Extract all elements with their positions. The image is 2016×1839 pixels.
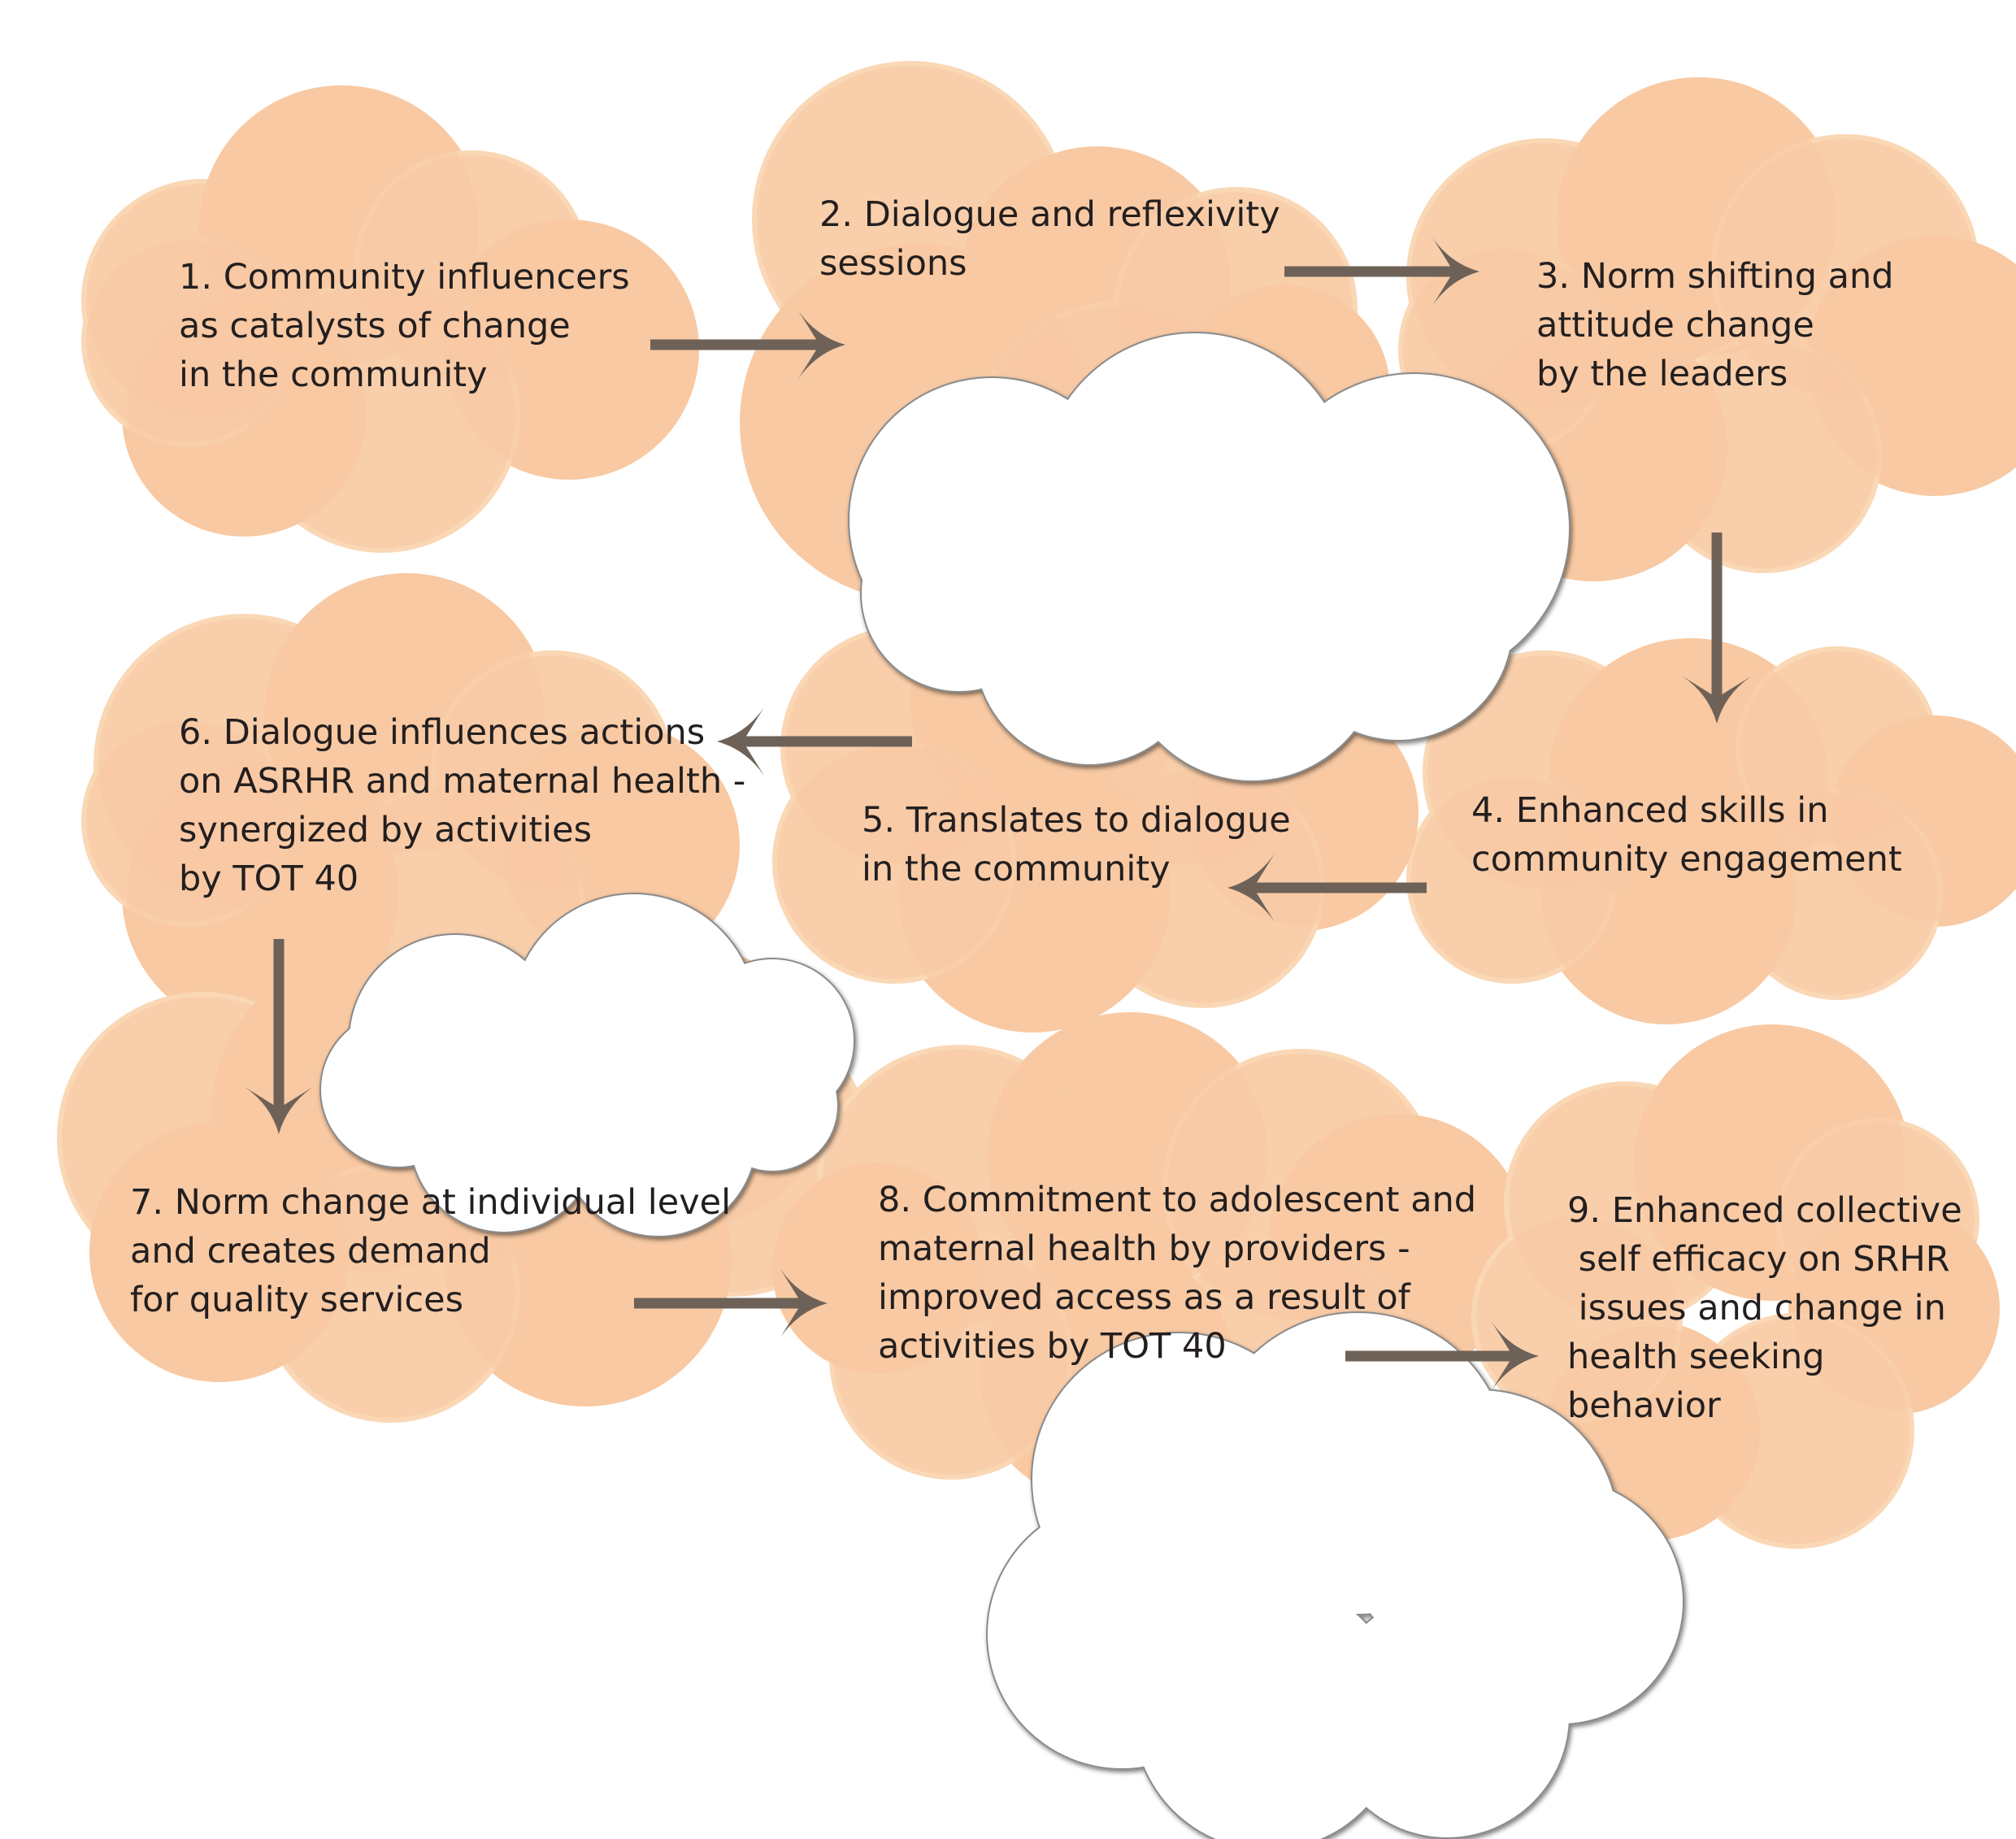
cloud-puff-shade (94, 1127, 345, 1377)
node-label-line: in the community (862, 849, 1171, 889)
node-label-line: self efficacy on SRHR (1567, 1239, 1950, 1280)
arrow-head (780, 1269, 828, 1337)
arrow-head (245, 1087, 313, 1134)
node-label-line: 9. Enhanced collective (1567, 1190, 1962, 1231)
arrow-head (1432, 237, 1479, 306)
cloud-puff-shade (1411, 777, 1613, 979)
arrow-head (1227, 854, 1275, 922)
white-puff (862, 496, 1057, 691)
arrow-n1-n2 (650, 311, 845, 379)
node-label-n6: 6. Dialogue influences actions on ASRHR a… (179, 712, 745, 899)
cloud-n3 (1398, 77, 2016, 581)
node-label-n9: 9. Enhanced collective self efficacy on … (1567, 1190, 1962, 1426)
node-label-n3: 3. Norm shifting and attitude change by th… (1536, 256, 1894, 394)
white-puff (1122, 520, 1382, 780)
cloud-n4 (1406, 638, 2016, 1024)
node-label-line: health seeking (1567, 1337, 1825, 1377)
white-puff (561, 1041, 756, 1236)
cloud-puff-shade (86, 241, 288, 442)
arrow-head (798, 311, 845, 379)
white-clouds-layer (319, 332, 1684, 1839)
node-label-line: in the community (179, 354, 488, 395)
node-label-n4: 4. Enhanced skills in community engagemen… (1471, 790, 1902, 880)
cloud-n1 (81, 85, 699, 553)
arrows-layer (245, 237, 1751, 1390)
white-puff (321, 1012, 476, 1167)
node-label-line: behavior (1567, 1385, 1721, 1426)
node-label-line: 8. Commitment to adolescent and (878, 1180, 1476, 1220)
text-layer: 1. Community influencers as catalysts of … (130, 194, 1962, 1426)
node-label-line: 4. Enhanced skills in (1471, 790, 1828, 831)
node-label-line: maternal health by providers - (878, 1228, 1410, 1269)
node-label-line: by the leaders (1536, 354, 1788, 394)
white-puff (988, 1500, 1256, 1768)
node-label-line: 2. Dialogue and reflexivity (819, 194, 1280, 235)
cloud-puff-shade (1736, 793, 1938, 995)
node-label-line: and creates demand (130, 1231, 491, 1272)
node-label-line: synergized by activities (179, 810, 592, 850)
arrow-n7-n8 (634, 1269, 828, 1337)
node-label-line: issues and change in (1567, 1288, 1946, 1328)
node-label-line: attitude change (1536, 305, 1814, 346)
node-label-n7: 7. Norm change at individual level and cr… (130, 1182, 731, 1320)
clouds-layer (57, 61, 2016, 1549)
arrow-n8-n9 (1345, 1322, 1539, 1390)
node-label-line: as catalysts of change (179, 306, 571, 346)
arrow-head (1683, 676, 1751, 724)
arrow-n5-n6 (717, 707, 912, 776)
arrow-head (1492, 1322, 1539, 1390)
arrow-n2-n3 (1284, 237, 1479, 306)
node-label-line: sessions (819, 243, 967, 284)
node-label-n2: 2. Dialogue and reflexivity sessions (819, 194, 1280, 284)
node-label-line: community engagement (1471, 839, 1902, 880)
white-cloud-bottom (986, 1311, 1684, 1839)
node-label-line: improved access as a result of (878, 1277, 1411, 1318)
arrow-n6-n7 (245, 939, 313, 1134)
cloud-puff-shade (1684, 1318, 1910, 1544)
node-label-line: 1. Community influencers (179, 257, 630, 298)
node-label-line: 3. Norm shifting and (1536, 256, 1894, 297)
white-cloud-top (848, 332, 1571, 782)
node-label-line: for quality services (130, 1280, 463, 1320)
node-label-n1: 1. Community influencers as catalysts of … (179, 257, 630, 395)
node-label-line: activities by TOT 40 (878, 1326, 1227, 1367)
cloud-puff-shade (1541, 769, 1792, 1019)
cloud-puff-shade (86, 720, 288, 922)
node-label-line: by TOT 40 (179, 859, 358, 899)
node-label-line: 7. Norm change at individual level (130, 1182, 731, 1223)
node-label-n8: 8. Commitment to adolescent and maternal … (878, 1180, 1476, 1367)
cloud-puff-shade (777, 1167, 979, 1369)
cloud-puff-shade (1476, 1216, 1678, 1418)
arrow-head (717, 707, 764, 776)
node-label-line: 6. Dialogue influences actions (179, 712, 705, 753)
node-label-n5: 5. Translates to dialogue in the communit… (862, 800, 1291, 889)
node-label-line: 5. Translates to dialogue (862, 800, 1291, 841)
arrow-n3-n4 (1683, 533, 1751, 724)
arrow-n4-n5 (1227, 854, 1427, 922)
node-label-line: on ASRHR and maternal health - (179, 761, 745, 802)
cloud-puff-shade (777, 745, 1011, 979)
white-cloud-middle (319, 893, 855, 1237)
